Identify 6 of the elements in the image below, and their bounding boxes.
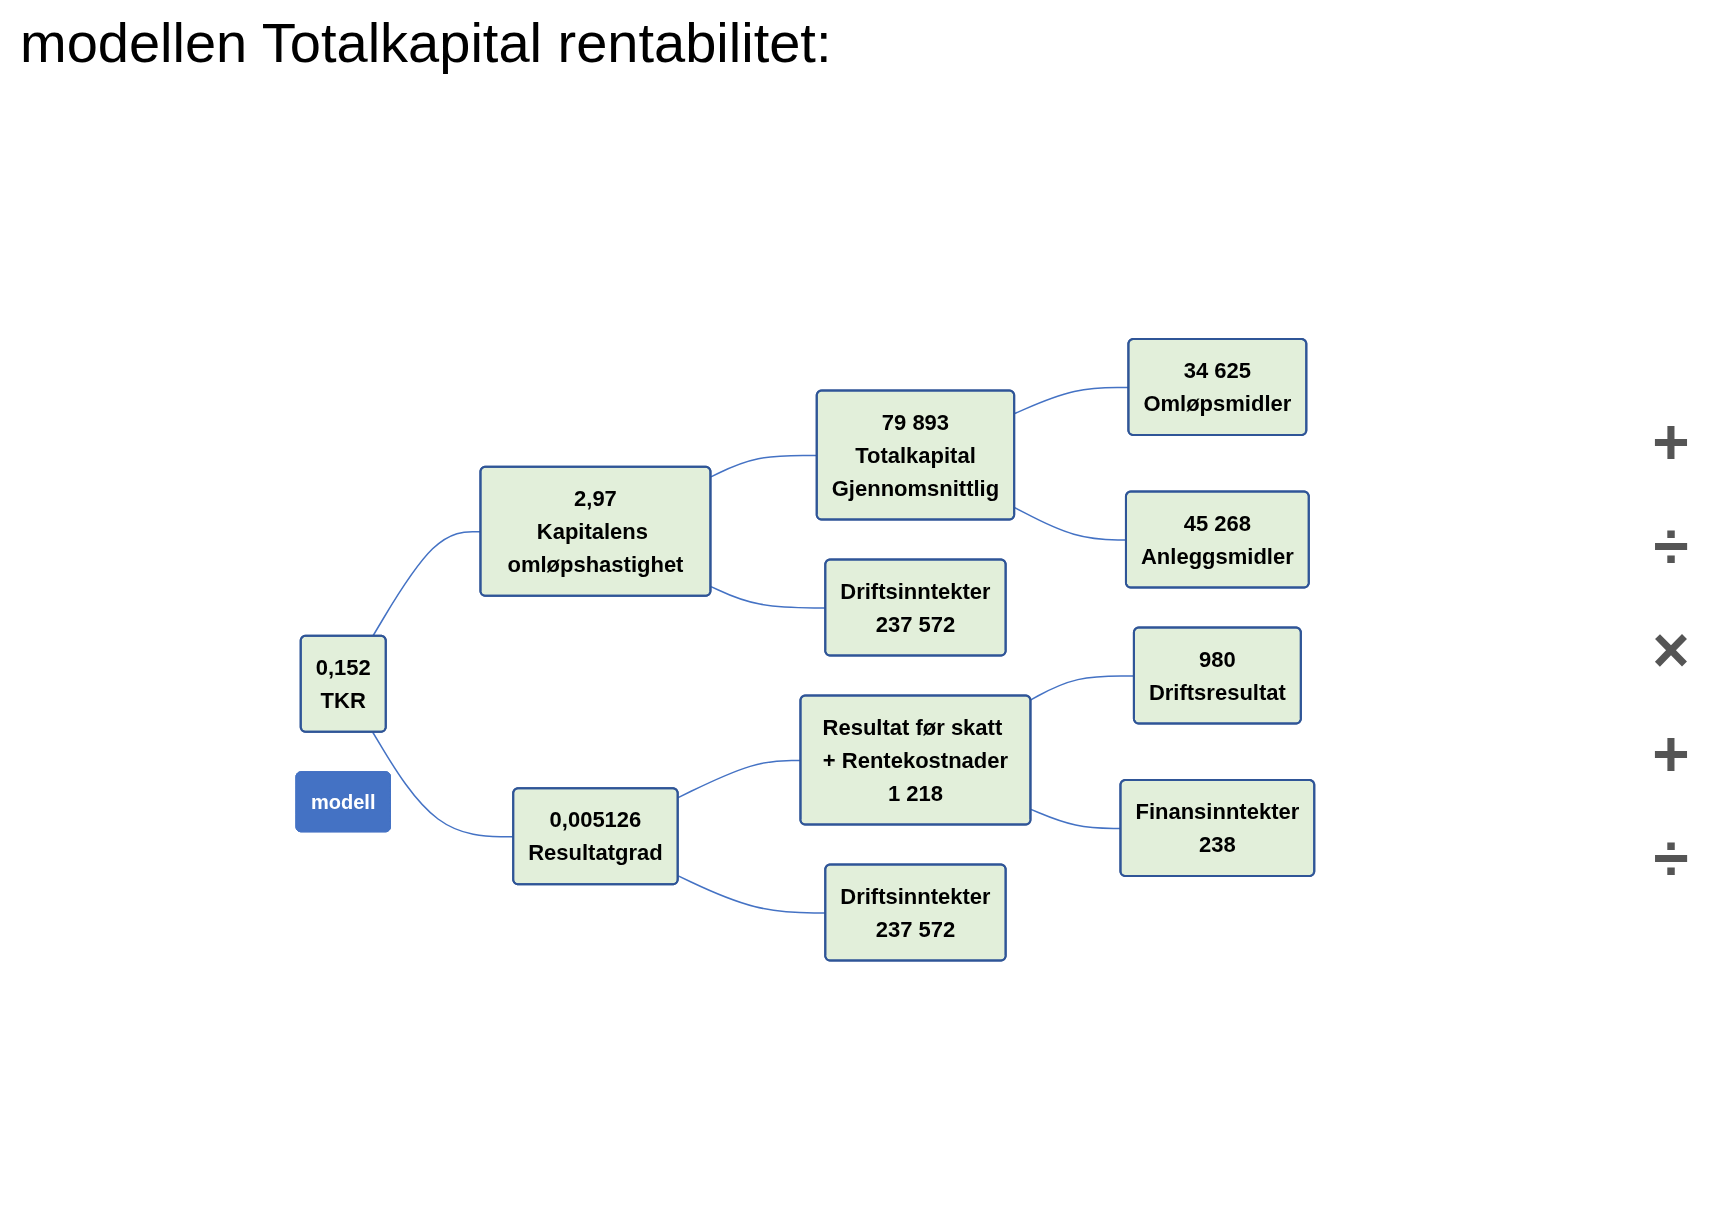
operator-sign: ÷ bbox=[1653, 821, 1689, 895]
operator-sign: ÷ bbox=[1653, 509, 1689, 583]
operator-sign: + bbox=[1652, 405, 1690, 479]
operator-sign: × bbox=[1652, 613, 1690, 687]
title: modellen Totalkapital rentabilitet: bbox=[20, 10, 833, 76]
operator-sign: + bbox=[1652, 717, 1690, 791]
